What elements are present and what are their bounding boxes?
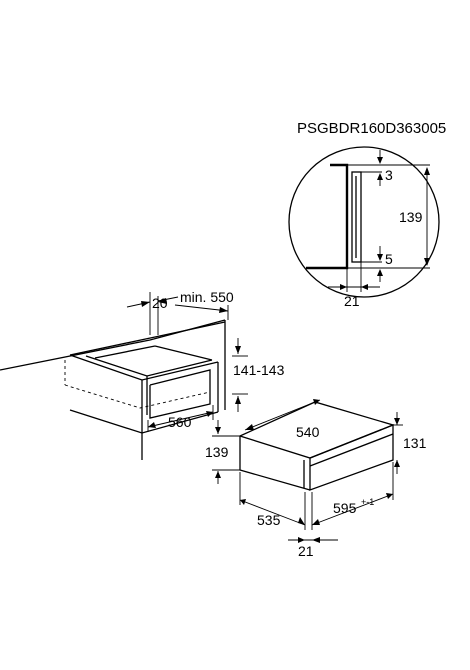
model-code: PSGBDR160D363005 [297,120,446,137]
niche-view: 20 min. 550 141-143 560 [0,289,285,460]
detail-view: 3 139 5 21 [288,146,440,309]
appliance-width-tolerance: +-1 [361,497,374,507]
appliance-height-front-label: 131 [403,435,427,451]
appliance-front-thickness-label: 21 [298,543,314,559]
detail-bottom-gap-label: 5 [385,251,393,267]
appliance-height-side-label: 139 [205,444,229,460]
niche-offset-label: 20 [152,295,168,311]
niche-min-depth-label: min. 550 [180,289,234,305]
niche-width-label: 560 [168,414,192,430]
detail-circle [288,146,440,298]
detail-height-label: 139 [399,209,423,225]
appliance-depth-bottom-label: 535 [257,512,281,528]
appliance-view: 540 131 139 535 595 +-1 21 [205,399,427,559]
detail-depth-label: 21 [344,293,360,309]
appliance-depth-top-label: 540 [296,424,320,440]
cabinet-wall [306,163,349,270]
appliance-width-label: 595 [333,500,357,516]
detail-top-gap-label: 3 [385,167,393,183]
front-panel [351,171,362,263]
niche-height-range-label: 141-143 [233,362,285,378]
